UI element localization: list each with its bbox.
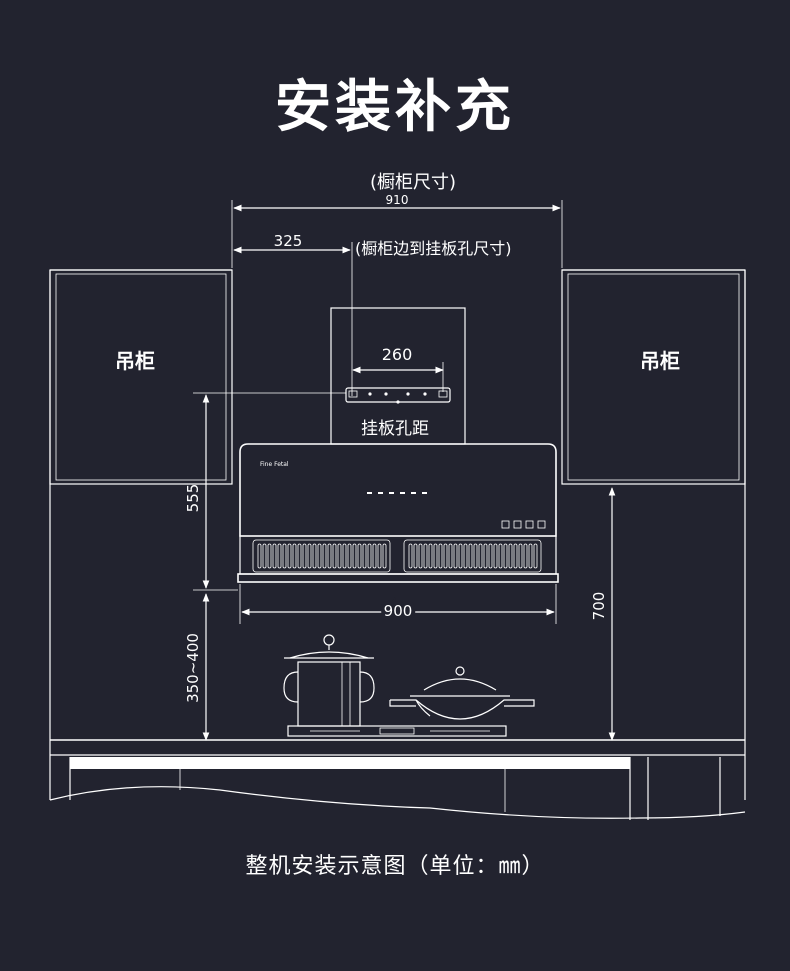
cabinet-edge-to-hole-label: (橱柜边到挂板孔尺寸) bbox=[355, 239, 512, 258]
filter-fin bbox=[433, 543, 438, 569]
dimension-910: (橱柜尺寸) 910 bbox=[231, 172, 563, 268]
filter-fin bbox=[347, 543, 352, 569]
filter-fin bbox=[528, 543, 533, 569]
dimension-350-400: 350~400 bbox=[184, 593, 210, 741]
hanging-board bbox=[345, 387, 451, 404]
stock-pot-icon bbox=[283, 634, 375, 727]
filter-fin bbox=[362, 543, 367, 569]
dim-350-400-label: 350~400 bbox=[184, 633, 202, 703]
filter-fin bbox=[513, 543, 518, 569]
filter-fin bbox=[257, 543, 262, 569]
filter-fin bbox=[342, 543, 347, 569]
chimney-cover: 260 挂板孔距 bbox=[330, 307, 466, 445]
filter-fin bbox=[377, 543, 382, 569]
brand-logo: Fine Fetal bbox=[260, 461, 289, 468]
page-title: 安装补充 bbox=[275, 75, 515, 140]
range-hood: Fine Fetal bbox=[237, 443, 559, 583]
filter-fin bbox=[337, 543, 342, 569]
filter-fin bbox=[503, 543, 508, 569]
filter-fin bbox=[498, 543, 503, 569]
filter-fin bbox=[413, 543, 418, 569]
filter-fin bbox=[473, 543, 478, 569]
dim-555-label: 555 bbox=[184, 484, 202, 513]
right-wall-cabinet: 吊柜 bbox=[561, 269, 746, 485]
filter-fin bbox=[418, 543, 423, 569]
left-wall-cabinet: 吊柜 bbox=[49, 269, 233, 485]
filter-fin bbox=[287, 543, 292, 569]
filter-fin bbox=[307, 543, 312, 569]
filter-fin bbox=[428, 543, 433, 569]
filter-fin bbox=[493, 543, 498, 569]
filter-fin bbox=[518, 543, 523, 569]
filter-fin bbox=[438, 543, 443, 569]
filter-fin bbox=[267, 543, 272, 569]
dim-910-label: 910 bbox=[386, 193, 409, 207]
filter-fin bbox=[408, 543, 413, 569]
countertop bbox=[49, 739, 746, 820]
filter-fin bbox=[372, 543, 377, 569]
dimension-700: 700 bbox=[590, 487, 616, 741]
filter-fin bbox=[468, 543, 473, 569]
filter-fin bbox=[443, 543, 448, 569]
filter-fin bbox=[357, 543, 362, 569]
filter-fin bbox=[458, 543, 463, 569]
filter-fin bbox=[272, 543, 277, 569]
filter-fin bbox=[297, 543, 302, 569]
filter-fin bbox=[367, 543, 372, 569]
filter-fin bbox=[327, 543, 332, 569]
filter-fin bbox=[262, 543, 267, 569]
wok-icon bbox=[389, 666, 535, 720]
filter-fins bbox=[257, 543, 538, 569]
filter-fin bbox=[322, 543, 327, 569]
filter-fin bbox=[478, 543, 483, 569]
filter-fin bbox=[523, 543, 528, 569]
gas-stove-icon bbox=[287, 725, 507, 737]
hanging-board-hole-label: 挂板孔距 bbox=[361, 419, 429, 439]
dim-260-label: 260 bbox=[382, 345, 413, 364]
dim-900-label: 900 bbox=[384, 602, 413, 620]
filter-fin bbox=[508, 543, 513, 569]
dimension-325: 325 (橱柜边到挂板孔尺寸) bbox=[233, 232, 512, 396]
diagram-caption: 整机安装示意图（单位：㎜） bbox=[245, 854, 545, 879]
filter-fin bbox=[463, 543, 468, 569]
filter-fin bbox=[448, 543, 453, 569]
filter-fin bbox=[302, 543, 307, 569]
hood-buttons bbox=[501, 520, 546, 529]
filter-fin bbox=[453, 543, 458, 569]
right-cabinet-label: 吊柜 bbox=[640, 349, 680, 373]
filter-fin bbox=[352, 543, 357, 569]
filter-fin bbox=[382, 543, 387, 569]
filter-fin bbox=[483, 543, 488, 569]
filter-fin bbox=[533, 543, 538, 569]
filter-fin bbox=[292, 543, 297, 569]
filter-fin bbox=[317, 543, 322, 569]
dimension-555: 555 bbox=[184, 392, 346, 591]
filter-fin bbox=[332, 543, 337, 569]
dim-700-label: 700 bbox=[590, 592, 608, 621]
filter-fin bbox=[312, 543, 317, 569]
filter-fin bbox=[488, 543, 493, 569]
dimension-900: 900 bbox=[239, 584, 557, 624]
filter-fin bbox=[277, 543, 282, 569]
cabinet-size-label: (橱柜尺寸) bbox=[370, 172, 456, 193]
hood-display bbox=[367, 492, 427, 494]
dim-325-label: 325 bbox=[274, 232, 303, 250]
filter-fin bbox=[423, 543, 428, 569]
left-cabinet-label: 吊柜 bbox=[115, 349, 155, 373]
filter-fin bbox=[282, 543, 287, 569]
